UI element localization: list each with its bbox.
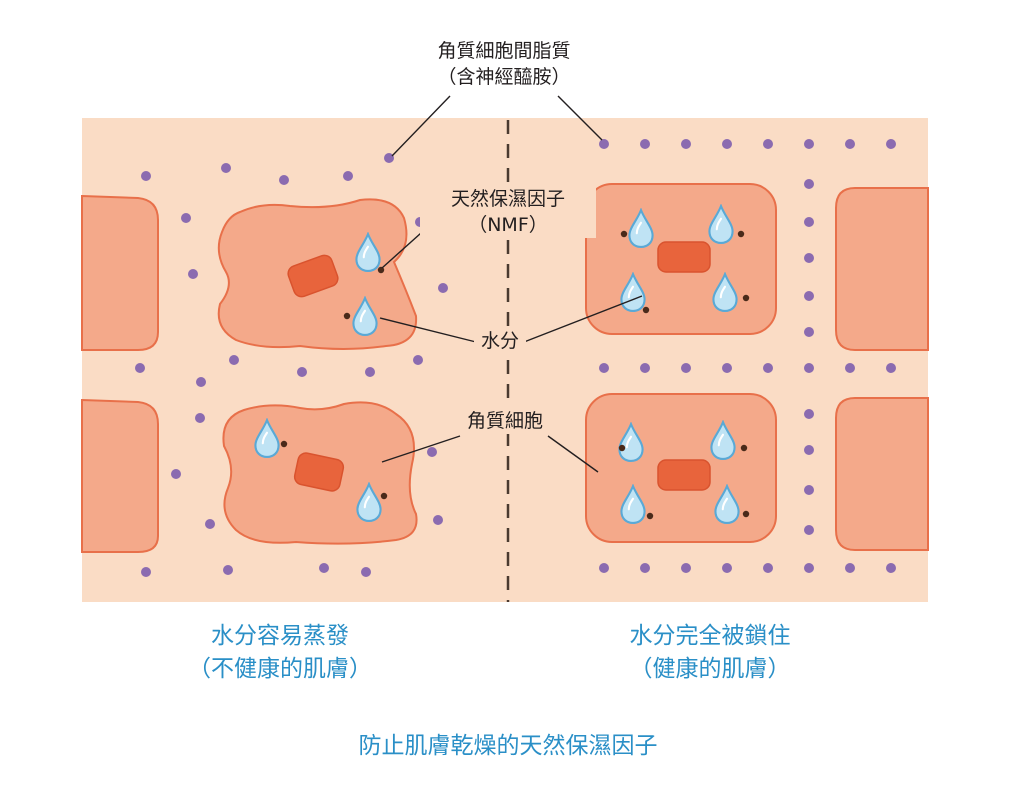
lipid-label-line1: 角質細胞間脂質	[437, 40, 571, 62]
water-label: 水分	[474, 328, 526, 354]
nmf-label: 天然保濕因子 （NMF）	[420, 186, 596, 238]
edge-cells	[81, 187, 929, 553]
left-caption: 水分容易蒸發 （不健康的肌膚）	[160, 620, 400, 686]
nmf-label-line2: （NMF）	[468, 214, 548, 236]
nmf-label-line1: 天然保濕因子	[450, 188, 565, 210]
diagram-title: 防止肌膚乾燥的天然保濕因子	[358, 733, 658, 759]
left-caption-line1: 水分容易蒸發	[211, 623, 349, 649]
right-caption-line2: （健康的肌膚）	[629, 656, 791, 682]
left-caption-line2: （不健康的肌膚）	[188, 656, 372, 682]
leader-lines	[379, 95, 643, 473]
right-caption-line1: 水分完全被鎖住	[629, 623, 791, 649]
right-caption: 水分完全被鎖住 （健康的肌膚）	[590, 620, 830, 686]
lipid-label: 角質細胞間脂質 （含神經醯胺）	[404, 38, 604, 90]
nuclei	[287, 241, 711, 492]
lipid-dots-right	[599, 139, 896, 573]
lipid-label-line2: （含神經醯胺）	[437, 66, 571, 88]
corneocyte-label: 角質細胞	[446, 408, 564, 434]
